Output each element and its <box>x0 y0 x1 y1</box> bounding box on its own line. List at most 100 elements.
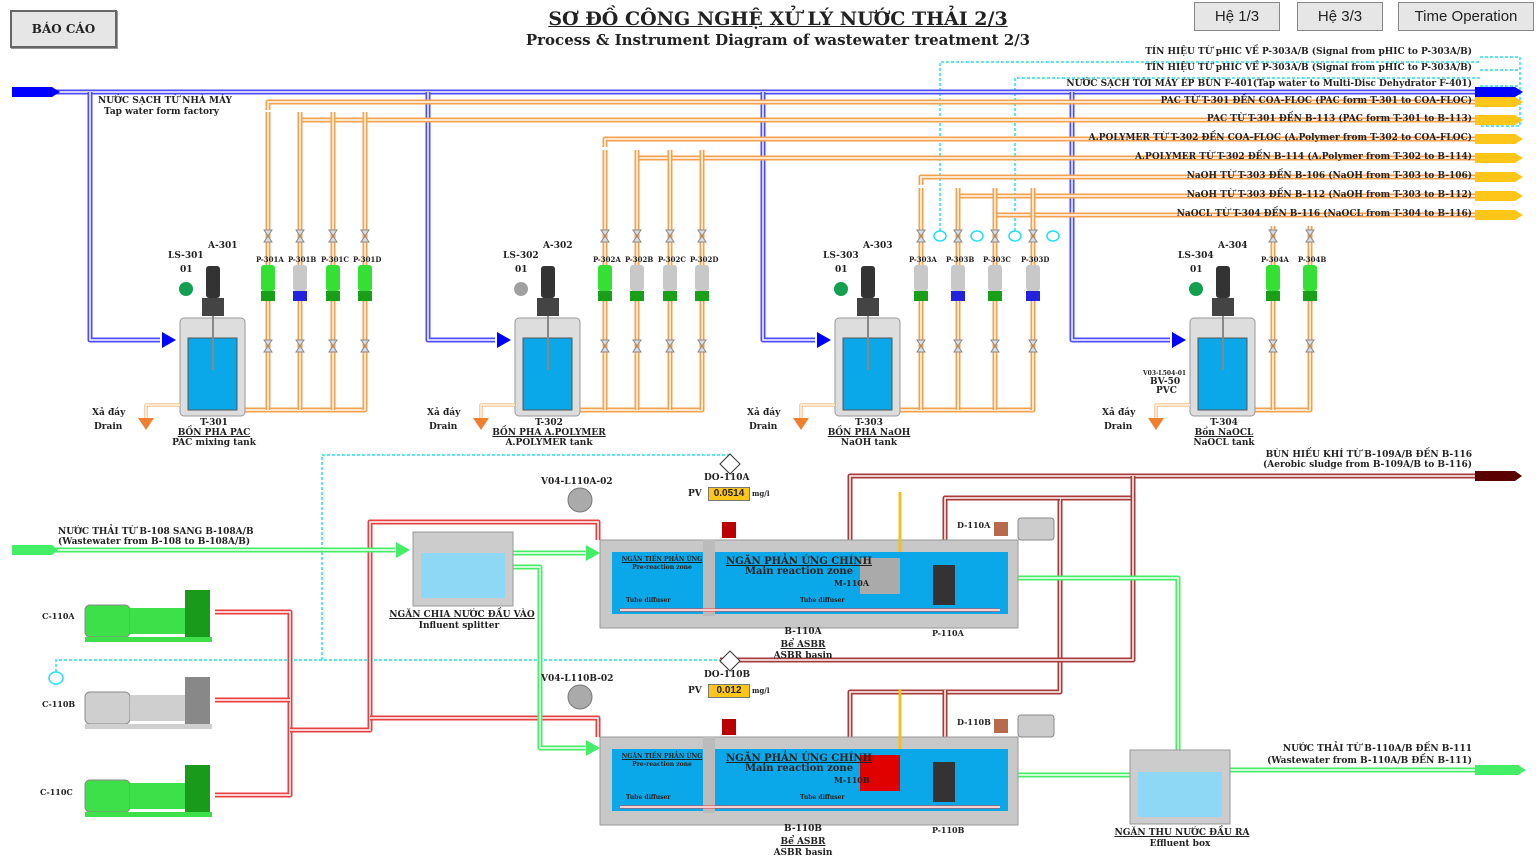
dosing-pump-icon <box>293 265 307 291</box>
tap-drop-1-core <box>427 92 495 341</box>
blower-base-icon <box>85 637 212 642</box>
label-pac-coa: PAC TỪ T-301 ĐẾN COA-FLOC (PAC form T-30… <box>1160 96 1472 106</box>
diffuser-label: Tube diffuser <box>626 794 671 801</box>
pv-unit: mg/l <box>752 489 770 498</box>
wo-signal-icon <box>1008 230 1022 242</box>
blower-motor-icon <box>84 604 131 638</box>
chem-out-arrow-2 <box>1475 134 1523 144</box>
effluent-label: NGĂN THU NƯỚC ĐẦU RA <box>1114 828 1250 838</box>
valve-icon <box>990 339 1000 353</box>
basin-name-en: ASBR basin <box>773 848 833 858</box>
diffuser-label: Tube diffuser <box>800 597 845 604</box>
pump-base-icon <box>988 291 1002 301</box>
level-switch-label: LS-302 <box>503 251 539 261</box>
nav-system-1-button[interactable]: Hệ 1/3 <box>1194 2 1280 31</box>
agitator-gearbox-icon <box>857 298 879 316</box>
decanter-gear-icon <box>994 522 1008 536</box>
chem-out-arrow-5 <box>1475 191 1523 201</box>
chem-line-0-core <box>267 101 1475 110</box>
agitator-motor-icon <box>861 266 875 298</box>
agitator-label: A-301 <box>208 241 238 251</box>
pump-label: P-303A <box>909 255 937 264</box>
pump-base-icon <box>914 291 928 301</box>
drain-label-en: Drain <box>429 422 458 432</box>
air-to-b110b-core <box>370 717 599 737</box>
sludge-a-feed-core <box>944 497 1060 555</box>
blower-c110a-label: C-110A <box>42 611 75 621</box>
valve-icon <box>328 229 338 243</box>
dosing-pump-icon <box>914 265 928 291</box>
sludge-return-core <box>720 476 1134 661</box>
chem-line-2-core <box>604 138 1475 147</box>
chem-out-arrow-3 <box>1475 153 1523 163</box>
pump-label: P-302C <box>658 255 686 264</box>
ww-arrow <box>586 545 600 561</box>
tap-inlet-arrow <box>817 332 831 348</box>
tank-id: T-303 <box>855 418 883 428</box>
blower-body-icon <box>130 608 185 634</box>
pump-base-icon <box>1266 291 1280 301</box>
level-switch-value: 01 <box>1190 265 1203 275</box>
valve-icon <box>295 229 305 243</box>
signal-line <box>321 454 730 660</box>
tap-inlet-arrow <box>162 332 176 348</box>
ww-arrow <box>396 542 410 558</box>
dosing-pump-icon <box>1266 265 1280 291</box>
tank-name-en: PAC mixing tank <box>172 438 256 448</box>
tank-id: T-301 <box>200 418 228 428</box>
blower-head-icon <box>185 765 210 813</box>
dosing-pump-icon <box>663 265 677 291</box>
drain-arrow-icon <box>473 418 489 430</box>
valve-label: V03-L504-01 <box>1143 370 1187 377</box>
tap-out-arrow <box>1475 87 1523 97</box>
blower-body-icon <box>130 783 185 809</box>
valve-icon <box>600 229 610 243</box>
agitator-motor-icon <box>541 266 555 298</box>
label-poly-coa: A.POLYMER TỪ T-302 ĐẾN COA-FLOC (A.Polym… <box>1088 133 1472 143</box>
pump-label: P-303D <box>1021 255 1050 264</box>
valve-label: PVC <box>1156 386 1177 396</box>
valve-label: V04-L110A-02 <box>541 477 613 487</box>
mixer-icon <box>860 558 900 594</box>
decanter-motor-icon <box>1017 714 1055 738</box>
splitter-label: NGĂN CHIA NƯỚC ĐẦU VÀO <box>389 610 535 620</box>
blower-head-icon <box>185 590 210 638</box>
drain-pipe-1-core <box>145 404 180 420</box>
pump-label: P-302B <box>625 255 654 264</box>
valve-icon <box>263 339 273 353</box>
level-switch-lamp <box>834 282 848 296</box>
basin-id: B-110A <box>784 627 822 637</box>
pump-label: P-110B <box>932 825 965 835</box>
agitator-label: A-302 <box>543 241 573 251</box>
agitator-label: A-304 <box>1218 241 1248 251</box>
tank-name-vi: Bồn NaOCL <box>1194 428 1254 438</box>
drain-label-en: Drain <box>749 422 778 432</box>
dosing-pump-icon <box>261 265 275 291</box>
drain-pipe-2-core <box>480 404 515 420</box>
dosing-pump-icon <box>630 265 644 291</box>
wo-signal-icon <box>48 671 64 685</box>
agitator-label: A-303 <box>863 241 893 251</box>
valve-icon <box>953 339 963 353</box>
page-subtitle: Process & Instrument Diagram of wastewat… <box>525 31 1031 49</box>
air-header-1 <box>215 609 293 798</box>
level-switch-lamp <box>514 282 528 296</box>
time-operation-button[interactable]: Time Operation <box>1398 2 1534 31</box>
valve-icon <box>263 229 273 243</box>
splitter-to-b <box>512 564 585 751</box>
valve-icon <box>1028 229 1038 243</box>
nav-system-3-button[interactable]: Hệ 3/3 <box>1297 2 1383 31</box>
agitator-motor-icon <box>206 266 220 298</box>
pump-label: P-301A <box>256 255 284 264</box>
splitter-water <box>421 553 505 598</box>
pre-zone-label: NGĂN TIỀN PHẢN ỨNG <box>621 556 703 563</box>
mixer-label: M-110B <box>834 775 870 785</box>
level-switch-lamp <box>179 282 193 296</box>
pump-base-icon <box>261 291 275 301</box>
pump-base-icon <box>598 291 612 301</box>
valve-icon <box>1268 339 1278 353</box>
wo-signal-icon <box>1046 230 1060 242</box>
report-button[interactable]: BÁO CÁO <box>10 10 117 48</box>
drain-label: Xả đáy <box>747 408 781 418</box>
valve-label: BV-50 <box>1150 377 1181 387</box>
